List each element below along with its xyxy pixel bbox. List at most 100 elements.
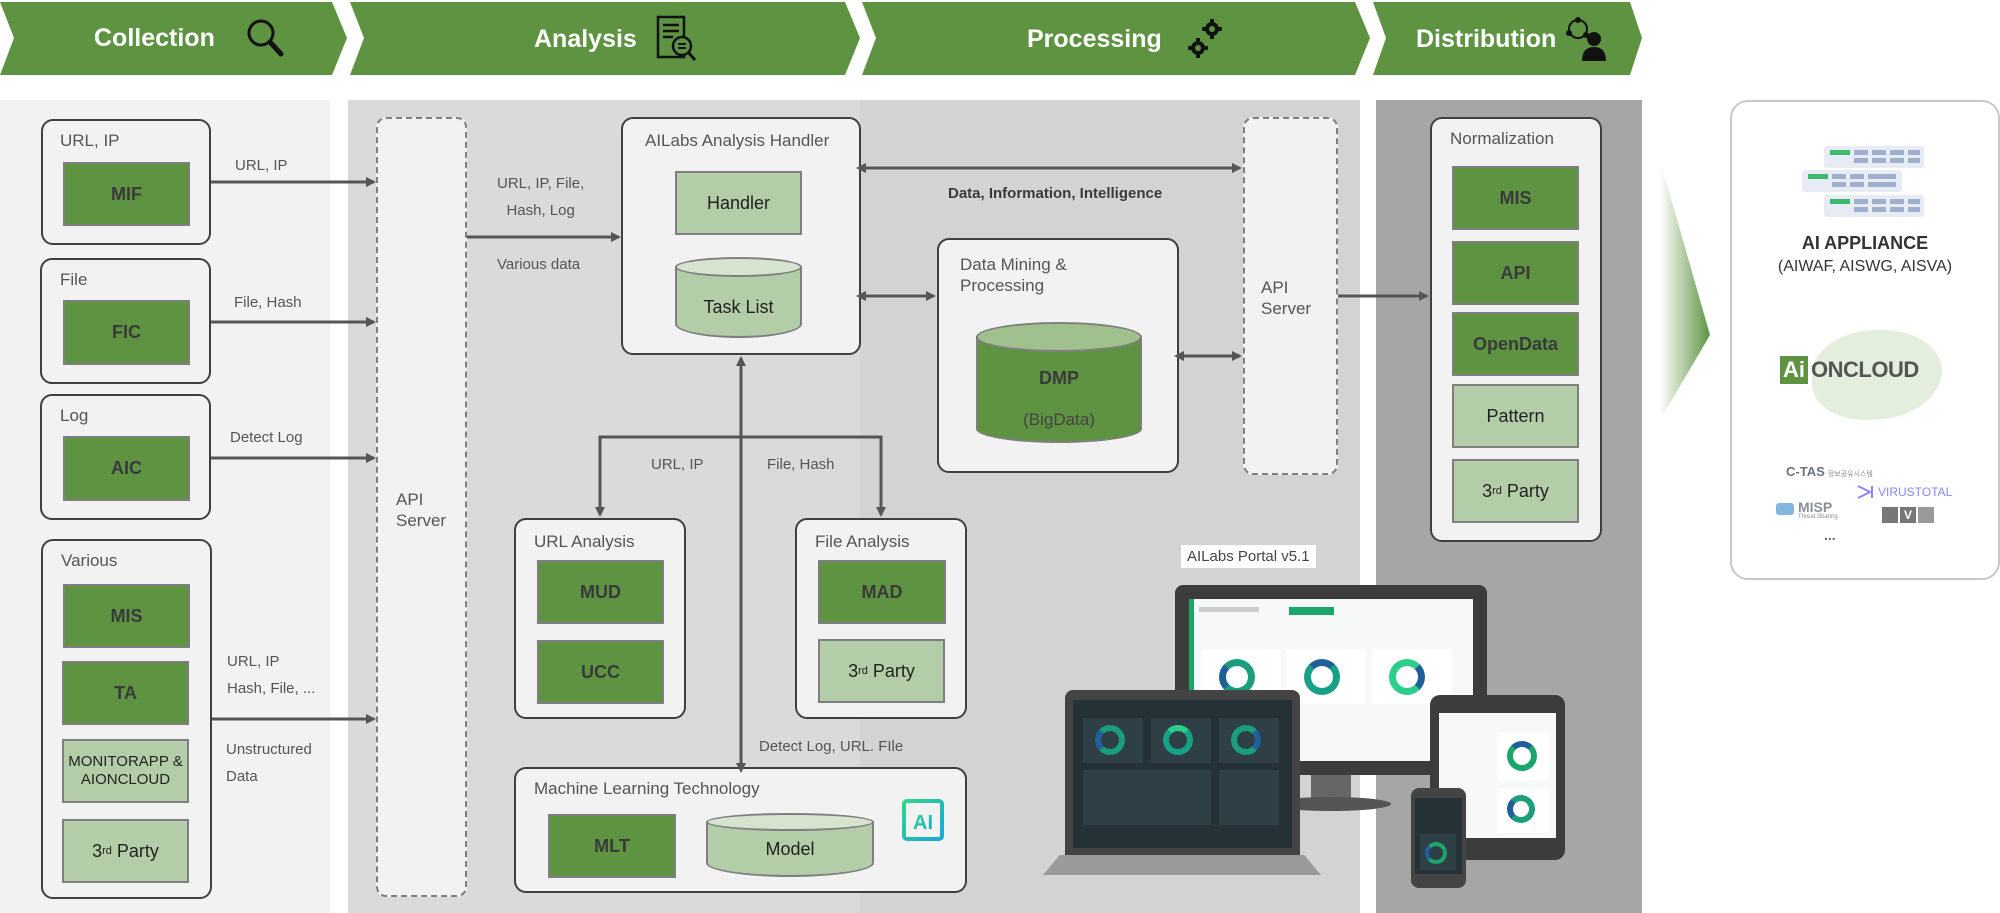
flow-label-url-ip-branch: URL, IP — [651, 456, 704, 473]
module-aic[interactable]: AIC — [63, 436, 190, 501]
misp-text: MISP — [1798, 499, 1833, 515]
third-party-sup: rd — [1492, 485, 1502, 497]
label-line: Server — [396, 511, 447, 531]
api-server-label: API Server — [1261, 277, 1311, 320]
ai-chip-text: AI — [913, 812, 933, 834]
label-line: Server — [1261, 299, 1312, 319]
group-title: File Analysis — [815, 532, 910, 551]
network-user-icon — [1566, 17, 1607, 61]
alienvault-icon — [1882, 507, 1898, 523]
module-pattern[interactable]: Pattern — [1452, 384, 1579, 448]
group-title: URL, IP — [60, 131, 120, 150]
group-log: Log AIC — [40, 394, 211, 520]
ctas-logo: C-TAS 정보공유시스템 — [1786, 464, 1873, 479]
database-dmp[interactable]: DMP (BigData) — [976, 322, 1142, 443]
flow-label-analysis-input: URL, IP, File, Hash, Log — [497, 170, 584, 224]
flow-label-various-top: URL, IP Hash, File, ... — [227, 648, 315, 702]
laptop-image — [1043, 690, 1335, 875]
flow-line: URL, IP — [227, 653, 280, 670]
portal-label: AILabs Portal v5.1 — [1181, 545, 1316, 568]
title-line: Data Mining & — [960, 255, 1067, 274]
group-title: Various — [61, 551, 118, 570]
module-opendata[interactable]: OpenData — [1452, 312, 1579, 376]
output-arrow-icon — [1660, 160, 1710, 420]
flow-line: Hash, File, ... — [227, 680, 316, 697]
stage-label: Distribution — [1416, 24, 1557, 53]
module-api[interactable]: API — [1452, 241, 1579, 305]
chat-bubble-icon — [1776, 503, 1794, 515]
virustotal-logo: VIRUSTOTAL — [1856, 484, 1952, 500]
database-label: Model — [765, 839, 815, 859]
api-server-inbound[interactable]: API Server — [376, 117, 467, 897]
server-rack-icon — [1802, 146, 1924, 217]
third-party-rest: Party — [867, 660, 915, 681]
misp-logo: MISP Threat Sharing — [1776, 500, 1838, 520]
api-server-label: API Server — [396, 489, 446, 532]
module-mlt[interactable]: MLT — [548, 814, 676, 878]
group-title: URL Analysis — [534, 532, 635, 551]
module-ucc[interactable]: UCC — [537, 640, 664, 704]
stage-distribution: Distribution — [1416, 14, 1610, 64]
database-task-list[interactable]: Task List — [675, 257, 802, 338]
module-mif[interactable]: MIF — [63, 162, 190, 226]
third-party-sup: rd — [858, 665, 868, 677]
flow-label-detect-log: Detect Log — [230, 429, 303, 446]
group-file: File FIC — [40, 258, 211, 384]
stage-analysis: Analysis — [534, 14, 699, 64]
third-party-prefix: 3 — [92, 840, 103, 861]
module-handler[interactable]: Handler — [675, 171, 802, 235]
module-mad[interactable]: MAD — [818, 560, 946, 624]
group-title: Log — [60, 406, 89, 425]
virustotal-text: VIRUSTOTAL — [1878, 485, 1953, 499]
group-title: Data Mining & Processing — [960, 254, 1067, 297]
third-party-prefix: 3 — [1482, 480, 1493, 501]
module-fic[interactable]: FIC — [63, 300, 190, 365]
module-mud[interactable]: MUD — [537, 560, 664, 624]
module-mis[interactable]: MIS — [1452, 166, 1579, 230]
cloud-blob — [1812, 330, 1942, 420]
stage-label: Processing — [1027, 24, 1162, 53]
atom-icon — [1918, 507, 1934, 523]
database-sublabel: (BigData) — [1023, 410, 1095, 429]
flow-line: URL, IP, File, — [497, 175, 585, 192]
flow-label-ml-input: Detect Log, URL. FIle — [759, 738, 904, 755]
title-line: Processing — [960, 276, 1045, 296]
partner-icons: V — [1882, 507, 1934, 523]
stage-label: Analysis — [534, 24, 637, 53]
api-server-outbound[interactable]: API Server — [1243, 117, 1338, 475]
flow-label-various-bottom: Unstructured Data — [226, 736, 312, 790]
database-model[interactable]: Model — [706, 813, 874, 877]
virustotal-icon — [1857, 485, 1873, 499]
database-label: DMP — [1039, 368, 1079, 388]
gears-icon — [1187, 19, 1222, 58]
group-title: Normalization — [1450, 129, 1554, 148]
flow-label-url-ip: URL, IP — [235, 157, 288, 174]
flow-label-file-hash: File, Hash — [234, 294, 302, 311]
module-monitorapp-aioncloud[interactable]: MONITORAPP & AIONCLOUD — [62, 739, 189, 803]
database-label: Task List — [703, 297, 774, 317]
output-targets-panel: AI APPLIANCE (AIWAF, AISWG, AISVA) Ai ON… — [1730, 100, 2000, 580]
group-url-analysis: URL Analysis MUD UCC — [514, 518, 686, 719]
chevron-analysis — [350, 2, 860, 75]
more-partners: ... — [1824, 527, 1836, 543]
group-normalization: Normalization MIS API OpenData Pattern 3… — [1430, 117, 1602, 542]
group-title: Machine Learning Technology — [534, 779, 760, 798]
header-chevrons — [0, 2, 1642, 75]
flow-label-data-info-intel: Data, Information, Intelligence — [948, 185, 1163, 202]
document-search-icon — [656, 15, 696, 61]
appliance-title: AI APPLIANCE — [1801, 233, 1929, 253]
chevron-processing — [862, 2, 1370, 75]
group-title: AILabs Analysis Handler — [645, 131, 830, 150]
aioncloud-logo-text: ONCLOUD — [1811, 357, 1919, 382]
module-ta[interactable]: TA — [62, 661, 189, 725]
flow-line: Hash, Log — [506, 202, 575, 219]
module-mis[interactable]: MIS — [63, 584, 190, 648]
group-title: File — [60, 270, 88, 289]
third-party-prefix: 3 — [848, 660, 859, 681]
stage-processing: Processing — [1027, 14, 1226, 64]
third-party-rest: Party — [111, 840, 159, 861]
